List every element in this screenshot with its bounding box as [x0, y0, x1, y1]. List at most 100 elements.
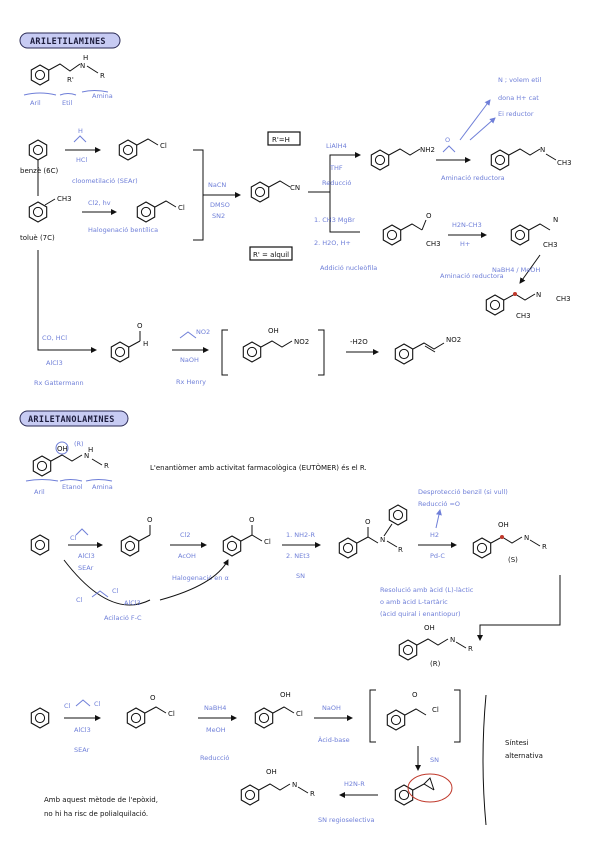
svg-text:dona H+ cat: dona H+ cat [498, 94, 539, 102]
arylethanolamine-product: OH N R [240, 768, 315, 806]
svg-text:CH3: CH3 [557, 159, 572, 167]
ketone-reduction-step: NaBH4 MeOH Reducció [198, 704, 237, 762]
svg-text:Amb aquest mètode de l'epòxid,: Amb aquest mètode de l'epòxid, [44, 796, 158, 804]
aminoketone: O N R [338, 504, 408, 559]
benzene-3 [30, 707, 50, 729]
svg-text:AlCl3: AlCl3 [46, 359, 63, 367]
svg-text:(R): (R) [430, 660, 441, 668]
svg-text:R: R [398, 546, 403, 554]
svg-text:toluè (7C): toluè (7C) [20, 234, 55, 242]
svg-text:Rx Gattermann: Rx Gattermann [34, 379, 84, 387]
svg-text:NO2: NO2 [196, 328, 210, 336]
svg-text:HCl: HCl [76, 156, 87, 164]
branch-down [329, 192, 360, 233]
svg-text:CN: CN [290, 184, 300, 192]
svg-text:Amina: Amina [92, 92, 113, 100]
svg-text:O: O [249, 516, 255, 524]
acetophenone: O [120, 516, 153, 557]
imine-formation-step: H2N-CH3 H+ [448, 221, 487, 248]
svg-text:OH: OH [268, 327, 279, 335]
svg-text:NH2: NH2 [420, 146, 435, 154]
svg-text:SN2: SN2 [212, 212, 225, 220]
svg-text:OH: OH [280, 691, 291, 699]
svg-text:CH3: CH3 [516, 312, 531, 320]
svg-text:SN regioselectiva: SN regioselectiva [318, 816, 374, 824]
svg-text:DMSO: DMSO [210, 201, 230, 209]
styrene-oxide [394, 773, 453, 806]
svg-text:N: N [553, 216, 558, 224]
svg-text:O: O [147, 516, 153, 524]
svg-text:Reducció =O: Reducció =O [418, 500, 460, 508]
svg-text:Cl: Cl [160, 142, 167, 150]
svg-text:OH: OH [424, 624, 435, 632]
svg-text:O: O [426, 212, 432, 220]
svg-text:Etanol: Etanol [62, 483, 83, 491]
svg-text:H: H [83, 54, 88, 62]
svg-text:2. NEt3: 2. NEt3 [286, 552, 310, 560]
svg-text:N: N [450, 636, 455, 644]
svg-text:SN: SN [296, 572, 305, 580]
svg-text:AlCl3: AlCl3 [74, 726, 91, 734]
chloromethylation-step: H HCl cloometilació (SEAr) [65, 127, 138, 185]
nabh4-reduction-step: NaBH4 / MeOH Aminació reductora [440, 254, 541, 284]
section-arylethanolamines-title: ARILETANOLAMINES [19, 410, 129, 427]
svg-text:N: N [540, 146, 545, 154]
svg-text:H: H [88, 446, 93, 454]
halogenation-step: Cl2, hv Halogenació bentílica [82, 199, 158, 234]
svg-text:Addició nucleòfila: Addició nucleòfila [320, 264, 377, 272]
svg-text:Aril: Aril [34, 488, 45, 496]
benzyl-chloride-2: Cl [136, 200, 185, 223]
svg-text:Ei reductor: Ei reductor [498, 110, 534, 118]
resolution-arrow [477, 575, 561, 641]
svg-text:CH3: CH3 [556, 295, 571, 303]
svg-text:NO2: NO2 [446, 336, 461, 344]
svg-text:Halogenació bentílica: Halogenació bentílica [88, 226, 158, 234]
svg-text:Cl: Cl [94, 700, 101, 708]
svg-text:N: N [292, 781, 297, 789]
chloroacetophenone: O Cl [222, 516, 271, 557]
svg-text:Aminació reductora: Aminació reductora [440, 272, 504, 280]
dehydration-step: -H2O [346, 338, 379, 355]
branch-r-prime-alkyl: R' = alquil [249, 246, 293, 261]
svg-text:O: O [137, 322, 143, 330]
reduction-labels: LiAlH4 THF Reducció [322, 142, 351, 187]
chlorohydrin: OH Cl [254, 691, 303, 729]
benzaldehyde: O H [110, 322, 148, 363]
svg-text:O: O [412, 691, 418, 699]
svg-text:R: R [100, 72, 105, 80]
svg-text:benzè (6C): benzè (6C) [20, 167, 58, 175]
svg-text:R: R [468, 645, 473, 653]
svg-text:H2: H2 [430, 531, 439, 539]
svg-text:N: N [380, 536, 385, 544]
branch-r-prime-h: R'=H [267, 131, 301, 146]
svg-text:Halogenació en α: Halogenació en α [172, 574, 229, 582]
svg-text:THF: THF [329, 164, 343, 172]
chloroacetophenone-2: O Cl [126, 694, 175, 729]
svg-text:Cl: Cl [64, 702, 71, 710]
svg-text:CH3: CH3 [543, 241, 558, 249]
amination-step: 1. NH2-R 2. NEt3 SN [282, 531, 321, 580]
svg-text:NO2: NO2 [294, 338, 309, 346]
svg-text:o amb àcid L-tartàric: o amb àcid L-tartàric [380, 598, 448, 606]
alpha-halogenation-step: Cl2 AcOH Halogenació en α [170, 531, 229, 582]
amination-notes: N ; volem etil dona H+ cat Ei reductor [459, 76, 542, 141]
svg-text:Resolució amb àcid (L)-làctic: Resolució amb àcid (L)-làctic [380, 586, 474, 594]
svg-text:R: R [104, 462, 109, 470]
svg-text:CO, HCl: CO, HCl [42, 334, 67, 342]
fc-curve-1 [63, 559, 151, 606]
svg-text:N ; volem etil: N ; volem etil [498, 76, 542, 84]
svg-text:1. NH2-R: 1. NH2-R [286, 531, 315, 539]
branch-up [329, 152, 361, 192]
svg-text:N: N [80, 62, 85, 70]
enantiomer-note: L'enantiòmer amb activitat farmacològica… [150, 463, 367, 472]
svg-text:N: N [84, 452, 89, 460]
svg-text:SEAr: SEAr [78, 564, 94, 572]
svg-text:Amina: Amina [92, 483, 113, 491]
svg-text:H2N-CH3: H2N-CH3 [452, 221, 482, 229]
svg-text:Rx Henry: Rx Henry [176, 378, 206, 386]
svg-text:(S): (S) [508, 556, 518, 564]
benzyl-chloride-1: Cl [118, 138, 167, 161]
gattermann-step: CO, HCl AlCl3 Rx Gattermann [34, 334, 97, 387]
svg-text:NaBH4 / MeOH: NaBH4 / MeOH [492, 266, 540, 274]
